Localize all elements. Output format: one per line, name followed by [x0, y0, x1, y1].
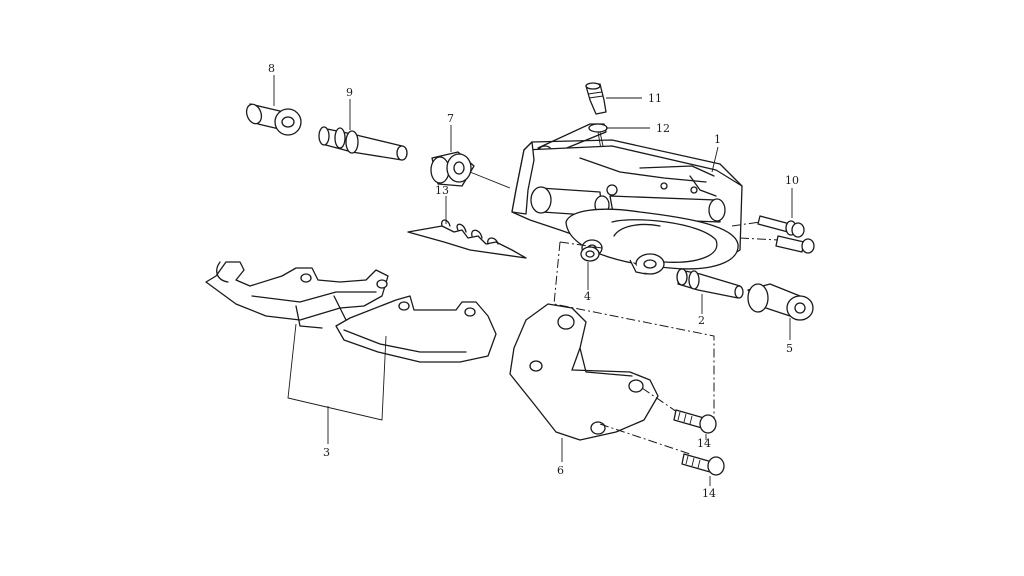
- callout-13: 13: [435, 184, 449, 197]
- callout-11: 11: [648, 92, 662, 105]
- callout-9: 9: [346, 86, 353, 99]
- callout-6: 6: [557, 464, 564, 477]
- part-9-guide-pin: [318, 99, 408, 161]
- part-13-spring-clip: [407, 196, 527, 259]
- part-14-bolt-upper: [673, 409, 717, 440]
- callout-2: 2: [698, 314, 705, 327]
- part-8-bushing: [245, 75, 302, 136]
- part-14-bolt-lower: [681, 453, 725, 486]
- part-4-washer: [580, 246, 600, 290]
- callout-10: 10: [785, 174, 799, 187]
- callout-14-upper: 14: [697, 437, 711, 450]
- alignment-guide: [553, 241, 715, 420]
- callout-labels: 8 9 7 13 11 12 1 10 4 2 5 14 14 6 3: [268, 62, 799, 500]
- part-6-bracket: [509, 303, 691, 462]
- part-5-boot: [747, 283, 814, 340]
- callout-7: 7: [447, 112, 454, 125]
- alignment-guide-2: [559, 241, 603, 249]
- callout-14-lower: 14: [702, 487, 716, 500]
- part-7-boot: [430, 125, 511, 189]
- part-10-bolts: [731, 188, 815, 254]
- part-11-bleeder-screw: [585, 82, 642, 115]
- part-1-caliper-body: [511, 139, 743, 275]
- part-2-slide-pin: [676, 268, 744, 314]
- callout-8: 8: [268, 62, 275, 75]
- callout-3: 3: [323, 446, 330, 459]
- callout-4: 4: [584, 290, 591, 303]
- callout-5: 5: [786, 342, 793, 355]
- callout-12: 12: [656, 122, 670, 135]
- callout-1: 1: [714, 133, 721, 146]
- part-3-brake-pads: [205, 261, 497, 444]
